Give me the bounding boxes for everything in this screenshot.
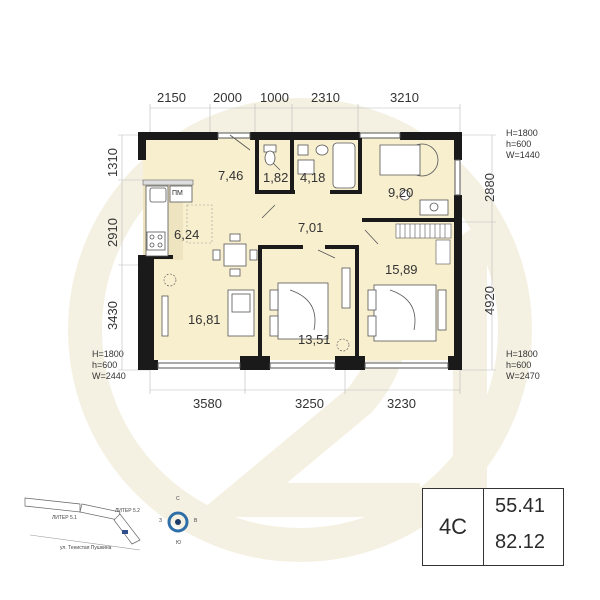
room-area-living: 16,81 — [188, 312, 221, 327]
dim-top-4: 2310 — [311, 90, 340, 105]
dim-top-3: 1000 — [260, 90, 289, 105]
stove-icon — [146, 231, 166, 251]
window-width: W=2470 — [506, 371, 540, 381]
dim-top-1: 2150 — [157, 90, 186, 105]
bedroom-top-furniture — [379, 143, 449, 216]
room-area-kitchen: 6,24 — [174, 227, 200, 242]
room-area-wc: 1,82 — [263, 170, 289, 185]
dim-top-2: 2000 — [213, 90, 242, 105]
window-spec-top-right: H=1800 h=600 W=1440 — [506, 128, 540, 161]
washing-machine-icon — [297, 159, 315, 175]
outer-walls — [138, 132, 462, 370]
window-width: W=2440 — [92, 371, 126, 381]
window-height: H=1800 — [92, 349, 124, 359]
room-area-bedroom-top: 9,20 — [388, 185, 414, 200]
window-height: H=1800 — [506, 128, 538, 138]
toilet-icon — [263, 144, 277, 166]
dim-bottom-3: 3230 — [387, 396, 416, 411]
compass-e: В — [194, 518, 198, 524]
site-street: ул. Тенистая Пушкина — [60, 545, 112, 551]
room-area-bedroom-mid: 13,51 — [298, 332, 331, 347]
apartment-code: 4С — [423, 489, 484, 565]
window-spec-bottom-right: H=1800 h=600 W=2470 — [506, 349, 540, 382]
wardrobe-icon — [395, 223, 452, 265]
site-label-1: ЛИТЕР 5.1 — [52, 515, 77, 521]
compass-icon — [167, 511, 189, 533]
bathtub-icon — [332, 142, 356, 189]
windows — [157, 132, 461, 369]
appliance-label: ПМ — [172, 190, 183, 197]
bathroom-fixtures — [297, 142, 356, 189]
dining-table-icon — [212, 233, 258, 277]
tv-icon — [161, 295, 169, 337]
window-height: H=1800 — [506, 349, 538, 359]
dishwasher-icon — [169, 185, 193, 203]
site-plan-map — [24, 497, 141, 551]
bed-right-icon — [367, 284, 447, 342]
room-area-hall: 7,46 — [218, 168, 244, 183]
plant-icon — [163, 273, 350, 352]
living-furniture — [161, 289, 255, 337]
window-width: W=1440 — [506, 150, 540, 160]
living-area: 55.41 — [495, 495, 546, 517]
sink-icon — [315, 144, 329, 156]
kitchen-counter — [145, 185, 193, 257]
dim-top-5: 3210 — [390, 90, 419, 105]
dim-bottom-1: 3580 — [193, 396, 222, 411]
building-marker — [122, 530, 128, 534]
total-area: 82.12 — [495, 531, 546, 553]
dimension-lines — [118, 104, 496, 394]
room-area-corridor: 7,01 — [298, 220, 324, 235]
apartment-badge: 4С 55.41 82.12 — [422, 488, 564, 566]
window-sill: h=600 — [92, 360, 118, 370]
interior-walls — [143, 138, 456, 360]
compass-s: Ю — [176, 540, 182, 546]
window-sill: h=600 — [506, 360, 532, 370]
bed-mid-icon — [269, 267, 351, 340]
hatched-strip — [142, 179, 194, 186]
room-area-bath: 4,18 — [300, 170, 326, 185]
zone-outline — [186, 204, 213, 244]
compass-w: З — [159, 518, 163, 524]
sink-icon — [149, 187, 167, 203]
window-spec-bottom-left: H=1800 h=600 W=2440 — [92, 349, 126, 382]
compass-n: С — [176, 496, 180, 502]
room-area-bedroom-right: 15,89 — [385, 262, 418, 277]
window-sill: h=600 — [506, 139, 532, 149]
dim-bottom-2: 3250 — [295, 396, 324, 411]
site-label-2: ЛИТЕР 5.2 — [115, 508, 140, 514]
